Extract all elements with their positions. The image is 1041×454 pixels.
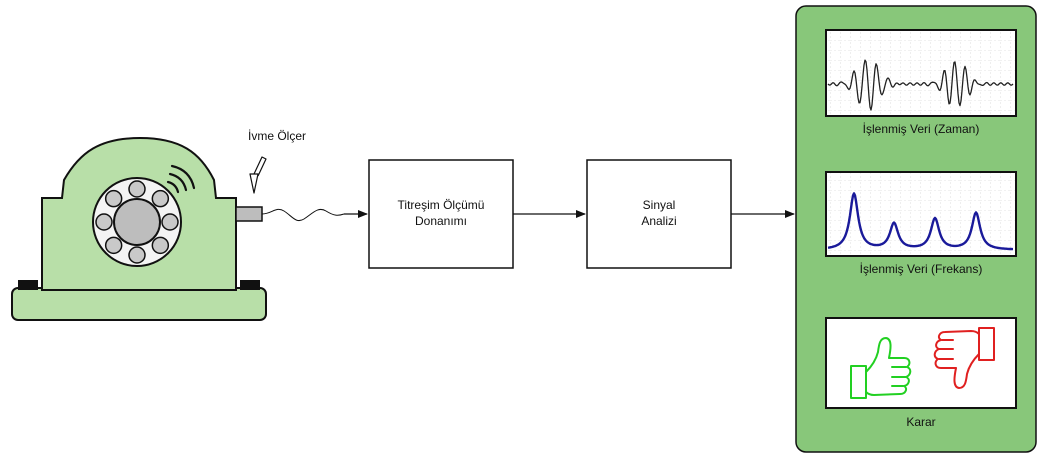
bearing-ball (161, 213, 179, 231)
machine-base-plate (11, 287, 267, 321)
hardware-block-line2: Donanımı (415, 214, 467, 228)
bearing-balls (95, 180, 179, 264)
hardware-block-line1: Titreşim Ölçümü (398, 198, 485, 212)
thumbs-up-icon (850, 337, 912, 399)
sensor-label: İvme Ölçer (248, 129, 306, 143)
sensor-pointer-arrow (249, 156, 267, 194)
right-mounting-foot (240, 280, 260, 290)
time-domain-chart: İşlenmiş Veri (Zaman) (825, 29, 1017, 136)
bearing-ball (151, 189, 170, 208)
time-chart-caption: İşlenmiş Veri (Zaman) (863, 122, 980, 136)
frequency-domain-chart: İşlenmiş Veri (Frekans) (825, 171, 1017, 276)
bearing-ball (151, 236, 170, 255)
bearing-inner-race (113, 198, 161, 246)
machine (11, 136, 267, 321)
decision-caption: Karar (906, 415, 935, 429)
frequency-spectrum-curve (827, 192, 1014, 251)
output-panel: İşlenmiş Veri (Zaman) İşlenmiş Veri (Fre… (795, 5, 1037, 453)
decision-box: Karar (825, 317, 1017, 429)
bearing-ball (128, 180, 146, 198)
bearing-ball (104, 236, 123, 255)
hardware-block: Titreşim Ölçümü Donanımı (368, 159, 514, 269)
analysis-block-line1: Sinyal (643, 198, 676, 212)
accelerometer-body (235, 206, 263, 222)
analysis-block-line2: Analizi (641, 214, 676, 228)
thumbs-down-icon (933, 327, 995, 389)
bearing-ball (104, 189, 123, 208)
left-mounting-foot (18, 280, 38, 290)
vibration-waves-icon (166, 164, 196, 194)
accelerometer: İvme Ölçer (235, 129, 345, 222)
bearing-ball (95, 213, 113, 231)
bearing-ball (128, 246, 146, 264)
frequency-chart-caption: İşlenmiş Veri (Frekans) (860, 262, 983, 276)
time-signal-waveform (827, 59, 1014, 111)
analysis-block: Sinyal Analizi (586, 159, 732, 269)
sensor-cable (261, 208, 345, 222)
